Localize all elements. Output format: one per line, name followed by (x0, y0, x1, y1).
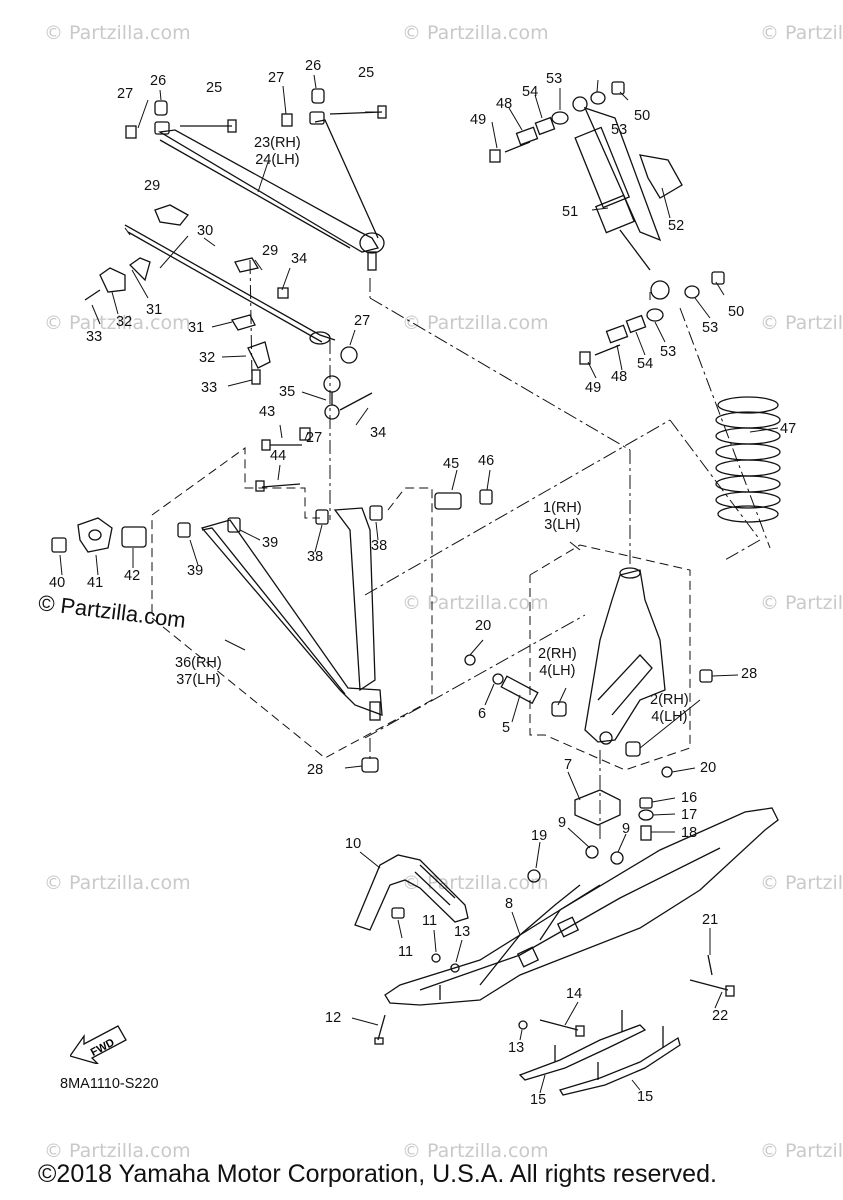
callout-32: 32 (116, 314, 133, 330)
stabilizer-bar (124, 224, 358, 364)
callout-29: 29 (144, 178, 161, 194)
callout-11: 11 (422, 913, 438, 929)
callout-9: 9 (558, 815, 567, 831)
callout-2-4-lower: 2(RH)4(LH) (650, 692, 689, 725)
lower-a-arm (177, 505, 383, 721)
callout-23-24: 23(RH)24(LH) (254, 135, 301, 168)
callout-20: 20 (700, 760, 717, 776)
callout-47: 47 (780, 421, 797, 437)
shock-absorber (572, 96, 683, 300)
callout-15: 15 (637, 1089, 654, 1105)
callout-53: 53 (546, 71, 563, 87)
callout-9: 9 (622, 821, 631, 837)
callout-31: 31 (146, 302, 163, 318)
callout-14: 14 (566, 986, 583, 1002)
callout-26: 26 (150, 73, 167, 89)
callout-34: 34 (291, 251, 308, 267)
callout-27: 27 (117, 86, 134, 102)
callout-28: 28 (307, 762, 324, 778)
callout-53: 53 (702, 320, 719, 336)
stabilizer-link (299, 375, 373, 441)
copyright-text: ©2018 Yamaha Motor Corporation, U.S.A. A… (38, 1160, 717, 1188)
callout-17: 17 (681, 807, 698, 823)
callout-6: 6 (478, 706, 487, 722)
ski-spindle (584, 567, 666, 745)
callout-26: 26 (305, 58, 322, 74)
callout-38: 38 (371, 538, 388, 554)
callout-27: 27 (354, 313, 371, 329)
callout-2-4-upper: 2(RH)4(LH) (538, 646, 577, 679)
callout-33: 33 (201, 380, 218, 396)
callout-33: 33 (86, 329, 103, 345)
callout-25: 25 (358, 65, 375, 81)
callout-1-3: 1(RH)3(LH) (543, 500, 582, 533)
callout-8: 8 (505, 896, 514, 912)
callout-27: 27 (306, 430, 323, 446)
ski-handle (354, 854, 469, 931)
callout-18: 18 (681, 825, 698, 841)
callout-49: 49 (585, 380, 602, 396)
callout-48: 48 (496, 96, 513, 112)
callout-53: 53 (611, 122, 628, 138)
callout-54: 54 (522, 84, 539, 100)
callout-45: 45 (443, 456, 460, 472)
callout-28: 28 (741, 666, 758, 682)
callout-16: 16 (681, 790, 698, 806)
callout-11: 11 (398, 944, 414, 960)
callout-40: 40 (49, 575, 66, 591)
upper-a-arm (154, 111, 385, 271)
callout-50: 50 (728, 304, 745, 320)
coil-spring (715, 396, 781, 523)
callout-39: 39 (187, 563, 204, 579)
callout-53: 53 (660, 344, 677, 360)
callout-51: 51 (562, 204, 579, 220)
group-frame-spindle (529, 544, 691, 771)
callout-25: 25 (206, 80, 223, 96)
callout-5: 5 (502, 720, 511, 736)
callout-31: 31 (188, 320, 205, 336)
wear-bars (518, 1010, 681, 1096)
callout-42: 42 (124, 568, 141, 584)
callout-30: 30 (197, 223, 214, 239)
ski (384, 807, 779, 1006)
callout-44: 44 (270, 448, 287, 464)
callout-27: 27 (268, 70, 285, 86)
callout-46: 46 (478, 453, 495, 469)
callout-15: 15 (530, 1092, 547, 1108)
callout-50: 50 (634, 108, 651, 124)
callout-49: 49 (470, 112, 487, 128)
forward-arrow-icon: FWD (70, 1025, 127, 1064)
callout-43: 43 (259, 404, 276, 420)
callout-20: 20 (475, 618, 492, 634)
callout-10: 10 (345, 836, 362, 852)
callout-19: 19 (531, 828, 548, 844)
callout-32: 32 (199, 350, 216, 366)
callout-48: 48 (611, 369, 628, 385)
group-frame-lower-arm (151, 447, 433, 759)
callout-12: 12 (325, 1010, 342, 1026)
callout-7: 7 (564, 757, 573, 773)
callout-41: 41 (87, 575, 104, 591)
callout-34: 34 (370, 425, 387, 441)
callout-54: 54 (637, 356, 654, 372)
callout-29: 29 (262, 243, 279, 259)
callout-13: 13 (454, 924, 471, 940)
callout-22: 22 (712, 1008, 729, 1024)
diagram-code: 8MA1110-S220 (60, 1076, 159, 1092)
callout-35: 35 (279, 384, 296, 400)
callout-38: 38 (307, 549, 324, 565)
callout-13: 13 (508, 1040, 525, 1056)
callout-36-37: 36(RH)37(LH) (175, 655, 222, 688)
callout-52: 52 (668, 218, 685, 234)
callout-21: 21 (702, 912, 719, 928)
callout-39: 39 (262, 535, 279, 551)
